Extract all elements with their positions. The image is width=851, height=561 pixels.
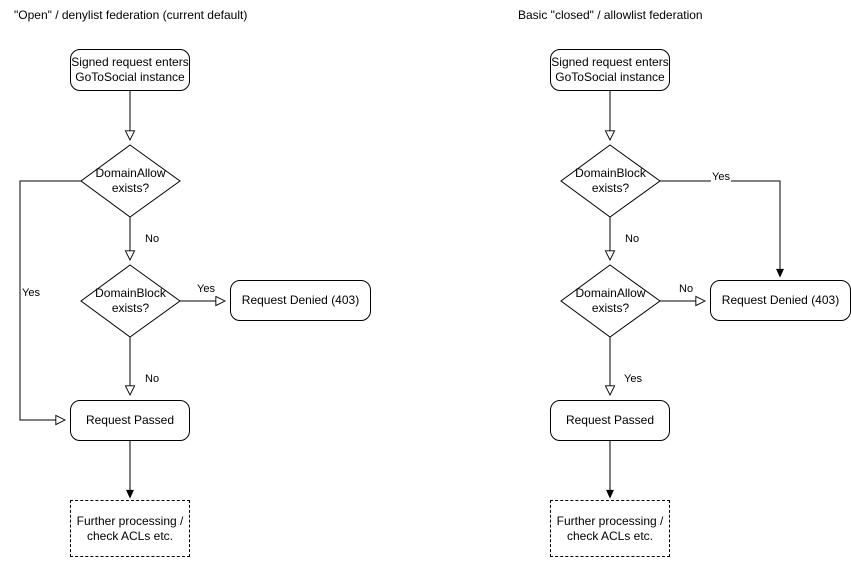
node-signed-request-enters-right[interactable]: Signed request enters GoToSocial instanc… <box>550 49 670 91</box>
diamond-domainblock-left <box>80 264 181 338</box>
node-request-denied-right[interactable]: Request Denied (403) <box>710 280 851 321</box>
diamond-domainallow-right <box>560 264 661 338</box>
node-label: Request Passed <box>565 413 655 427</box>
edge-block-yes-right <box>660 180 780 276</box>
node-label-line2: GoToSocial instance <box>75 70 185 84</box>
edge-label-block-no-right: No <box>624 233 641 246</box>
node-label-line1: Signed request enters <box>551 55 669 69</box>
node-further-processing-right[interactable]: Further processing / check ACLs etc. <box>550 500 670 557</box>
edge-label-block-yes-left: Yes <box>196 283 216 296</box>
edge-label-allow-yes-left: Yes <box>21 287 41 300</box>
diamond-domainallow-left <box>80 144 181 218</box>
node-label-line1: Signed request enters <box>71 55 189 69</box>
node-label: Request Denied (403) <box>241 293 360 307</box>
node-request-passed-right[interactable]: Request Passed <box>550 400 670 441</box>
diamond-domainblock-right <box>560 144 661 218</box>
column-title-closed-allowlist: Basic "closed" / allowlist federation <box>518 8 703 22</box>
node-label: Request Denied (403) <box>721 293 840 307</box>
edge-label-allow-no-right: No <box>678 283 695 296</box>
node-request-denied-left[interactable]: Request Denied (403) <box>230 280 371 321</box>
edge-allow-yes-left <box>19 180 81 420</box>
node-further-processing-left[interactable]: Further processing / check ACLs etc. <box>70 500 190 557</box>
edge-label-block-yes-right: Yes <box>711 171 731 184</box>
node-label-line2: check ACLs etc. <box>566 528 654 543</box>
node-signed-request-enters-left[interactable]: Signed request enters GoToSocial instanc… <box>70 49 190 91</box>
node-label-line1: Further processing / <box>76 513 184 528</box>
edge-label-allow-no-left: No <box>144 233 161 246</box>
column-title-open-denylist: "Open" / denylist federation (current de… <box>14 8 248 22</box>
node-label-line2: GoToSocial instance <box>555 70 665 84</box>
node-label: Request Passed <box>85 413 175 427</box>
node-request-passed-left[interactable]: Request Passed <box>70 400 190 441</box>
node-label-line2: check ACLs etc. <box>86 528 174 543</box>
node-label-line1: Further processing / <box>556 513 664 528</box>
edge-label-block-no-left: No <box>144 373 161 386</box>
edge-label-allow-yes-right: Yes <box>623 373 643 386</box>
